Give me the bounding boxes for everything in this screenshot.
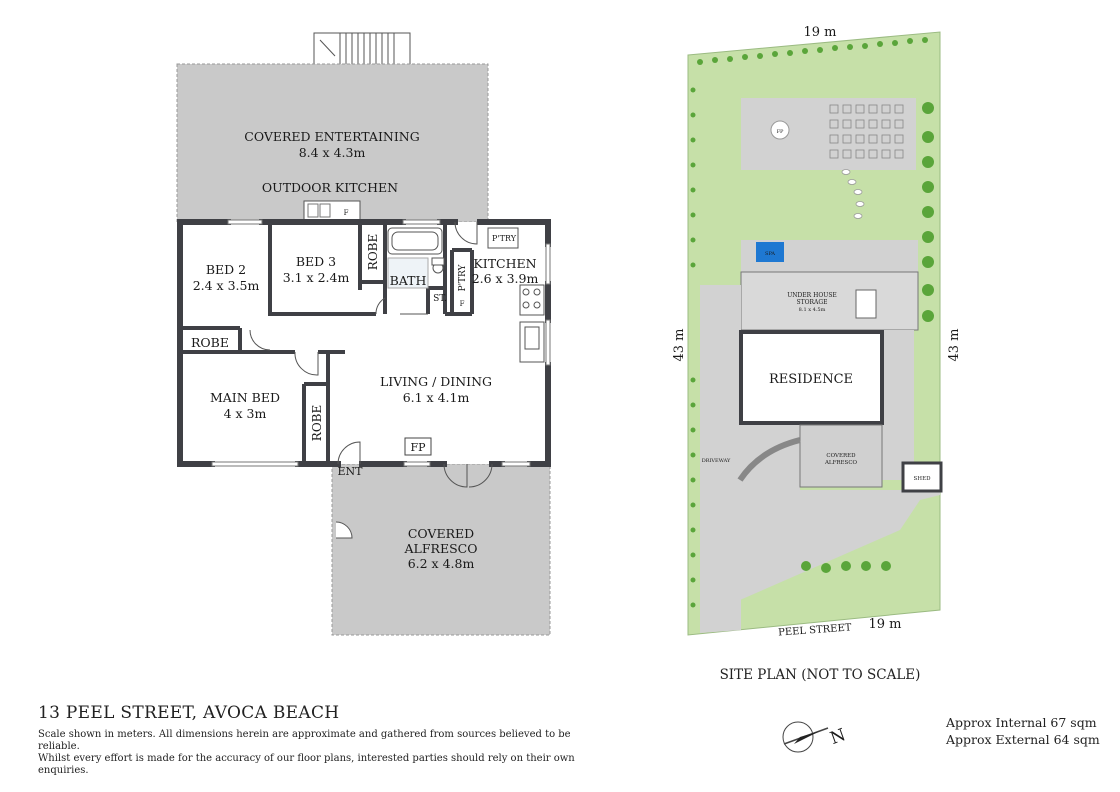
covered-entertaining-label: COVERED ENTERTAINING	[244, 129, 419, 144]
doors	[249, 221, 493, 488]
outdoor-kitchen-bench	[303, 200, 361, 222]
fire-pit	[770, 120, 790, 140]
bed3-robe-label: ROBE	[366, 234, 380, 270]
pantry-label: P'TRY	[492, 234, 517, 243]
compass-north-label: N	[828, 725, 849, 749]
covered-entertaining-deck	[176, 63, 489, 223]
entry-steps	[737, 437, 801, 482]
fireplace-box	[404, 437, 432, 456]
covered-alfresco-deck	[331, 463, 551, 636]
site-fireplace-label: FP	[777, 129, 784, 135]
fireplace-label: FP	[410, 441, 426, 454]
under-house-storage	[740, 271, 919, 331]
street-label: PEEL STREET	[778, 622, 852, 638]
front-shrubs	[801, 561, 891, 573]
bed2-label: BED 2	[206, 262, 246, 277]
disclaimer-line-2: Whilst every effort is made for the accu…	[38, 753, 575, 776]
area-external: Approx External 64 sqm	[946, 732, 1100, 747]
main-bed-label: MAIN BED	[210, 390, 280, 405]
walls	[177, 219, 551, 467]
main-robe-label: ROBE	[310, 405, 324, 441]
compass-icon: N	[782, 721, 849, 753]
site-plan-caption: SITE PLAN (NOT TO SCALE)	[719, 667, 921, 683]
outdoor-fridge-label: F	[344, 209, 349, 217]
alfresco-door-swing	[335, 521, 353, 539]
area-summary: Approx Internal 67 sqm Approx External 6…	[946, 714, 1100, 748]
bath-label: BATH	[390, 273, 427, 288]
property-address: 13 PEEL STREET, AVOCA BEACH	[38, 703, 340, 723]
outdoor-kitchen-label: OUTDOOR KITCHEN	[262, 180, 398, 195]
disclaimer-line-1: Scale shown in meters. All dimensions he…	[38, 729, 571, 752]
main-bed-dims: 4 x 3m	[224, 406, 267, 421]
spa	[756, 242, 784, 262]
storage-label: ST.	[433, 294, 447, 304]
stepping-stones	[841, 169, 865, 219]
kitchen-label: KITCHEN	[473, 256, 536, 271]
fridge-label: F	[460, 300, 465, 308]
shed-label: SHED	[914, 476, 932, 482]
shed	[901, 461, 943, 493]
site-alfresco-label-2: ALFRESCO	[824, 460, 858, 466]
driveway-label: DRIVEWAY	[702, 458, 731, 464]
alfresco-label-2: ALFRESCO	[404, 541, 478, 556]
kitchen-benches	[487, 227, 545, 363]
kitchen-dims: 2.6 x 3.9m	[472, 271, 539, 286]
spa-label: SPA	[765, 251, 775, 257]
alfresco-dims: 6.2 x 4.8m	[408, 556, 475, 571]
site-left-dimension: 43 m	[672, 328, 687, 361]
bathroom-fixtures	[387, 227, 445, 289]
paver-grid	[829, 104, 904, 159]
bed3-dims: 3.1 x 2.4m	[283, 270, 350, 285]
entry-label: ENT	[338, 465, 364, 478]
bed2-robe-label: ROBE	[191, 335, 229, 350]
alfresco-label-1: COVERED	[408, 526, 474, 541]
site-alfresco-label-1: COVERED	[826, 453, 856, 459]
disclaimer: Scale shown in meters. All dimensions he…	[38, 729, 598, 777]
area-internal: Approx Internal 67 sqm	[946, 715, 1097, 730]
under-house-dims: 8.1 x 4.5m	[799, 307, 826, 313]
living-dining-dims: 6.1 x 4.1m	[403, 390, 470, 405]
site-right-dimension: 43 m	[947, 328, 962, 361]
bed3-label: BED 3	[296, 254, 336, 269]
bed2-dims: 2.4 x 3.5m	[193, 278, 260, 293]
pantry-side-label: P'TRY	[458, 263, 468, 291]
under-house-label-1: UNDER HOUSE	[787, 292, 837, 299]
front-paving	[730, 420, 940, 600]
under-house-wc	[855, 289, 877, 319]
site-covered-alfresco	[799, 424, 883, 488]
site-top-dimension: 19 m	[803, 25, 836, 40]
interior-walls	[183, 222, 474, 462]
hedge-border	[690, 37, 934, 608]
side-path	[880, 330, 914, 480]
living-dining-label: LIVING / DINING	[380, 374, 492, 389]
covered-entertaining-dims: 8.4 x 4.3m	[299, 145, 366, 160]
residence-label: RESIDENCE	[769, 372, 853, 387]
stairs	[313, 32, 411, 67]
under-house-label-2: STORAGE	[796, 299, 827, 306]
windows	[211, 219, 551, 467]
site-bottom-dimension: 19 m	[868, 617, 901, 632]
residence	[739, 330, 884, 425]
